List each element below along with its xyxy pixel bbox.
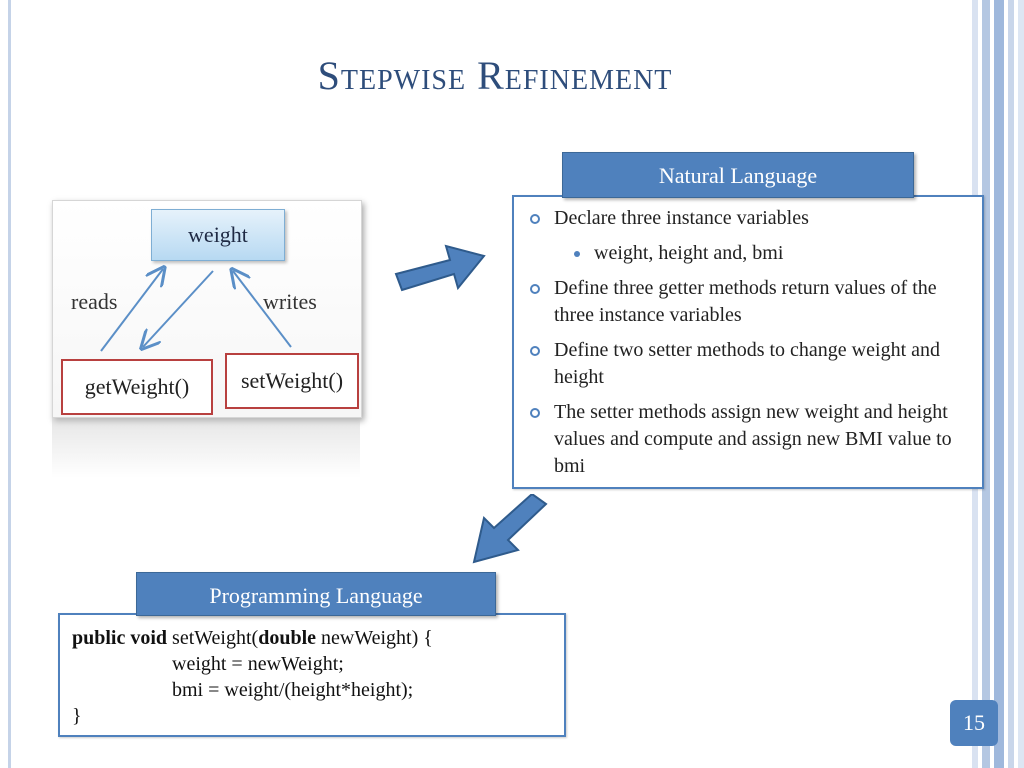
get-weight-box: getWeight() bbox=[61, 359, 213, 415]
sub-list-item: weight, height and, bmi bbox=[528, 240, 968, 267]
filled-bullet-icon bbox=[574, 251, 580, 257]
reads-label: reads bbox=[71, 289, 118, 314]
hollow-bullet-icon bbox=[530, 346, 540, 356]
hollow-bullet-icon bbox=[530, 408, 540, 418]
arrow-right-icon bbox=[394, 244, 486, 292]
list-item: Define two setter methods to change weig… bbox=[528, 337, 968, 391]
list-item: Declare three instance variables bbox=[528, 205, 968, 232]
list-item: The setter methods assign new weight and… bbox=[528, 399, 968, 480]
weight-box: weight bbox=[151, 209, 285, 261]
page-number-badge: 15 bbox=[950, 700, 998, 746]
set-weight-box: setWeight() bbox=[225, 353, 359, 409]
list-item: Define three getter methods return value… bbox=[528, 275, 968, 329]
hollow-bullet-icon bbox=[530, 214, 540, 224]
programming-language-box: public void setWeight(double newWeight) … bbox=[58, 613, 566, 737]
programming-language-header: Programming Language bbox=[136, 572, 496, 616]
natural-language-list: Declare three instance variables weight,… bbox=[528, 205, 968, 488]
code-block: public void setWeight(double newWeight) … bbox=[72, 627, 433, 727]
slide-title: Stepwise Refinement bbox=[317, 53, 673, 98]
arrow-down-left-icon bbox=[472, 494, 548, 564]
diagram-reflection bbox=[52, 418, 360, 478]
writes-label: writes bbox=[263, 289, 317, 314]
natural-language-box: Declare three instance variables weight,… bbox=[512, 195, 984, 489]
weight-access-diagram: weight reads writes getWeight() setWeigh… bbox=[52, 200, 362, 418]
left-border-rule bbox=[8, 0, 11, 768]
natural-language-header: Natural Language bbox=[562, 152, 914, 198]
hollow-bullet-icon bbox=[530, 284, 540, 294]
diagram-arrows bbox=[100, 201, 292, 417]
